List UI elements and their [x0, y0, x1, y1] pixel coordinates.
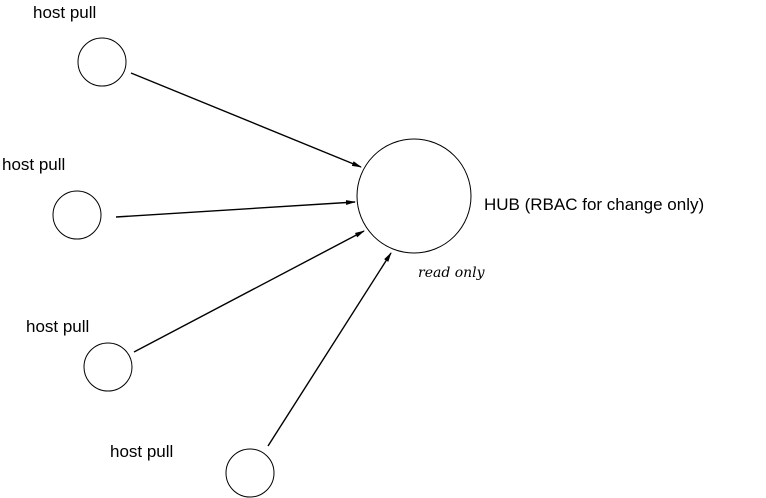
hub-node	[356, 138, 472, 254]
host-label-3: host pull	[26, 317, 89, 336]
edge-host-1-to-hub	[130, 72, 362, 168]
host-node-2	[52, 190, 102, 240]
host-node-3	[83, 342, 133, 392]
host-label-1: host pull	[33, 3, 96, 22]
host-label-4: host pull	[110, 442, 173, 461]
host-node-1	[77, 37, 127, 87]
edge-host-4-to-hub	[267, 252, 392, 447]
hub-label: HUB (RBAC for change only)	[484, 195, 704, 214]
edge-host-2-to-hub	[115, 200, 356, 218]
edge-host-3-to-hub	[133, 230, 365, 353]
hub-sublabel: read only	[418, 265, 486, 281]
host-label-2: host pull	[2, 155, 65, 174]
host-node-4	[225, 448, 275, 498]
